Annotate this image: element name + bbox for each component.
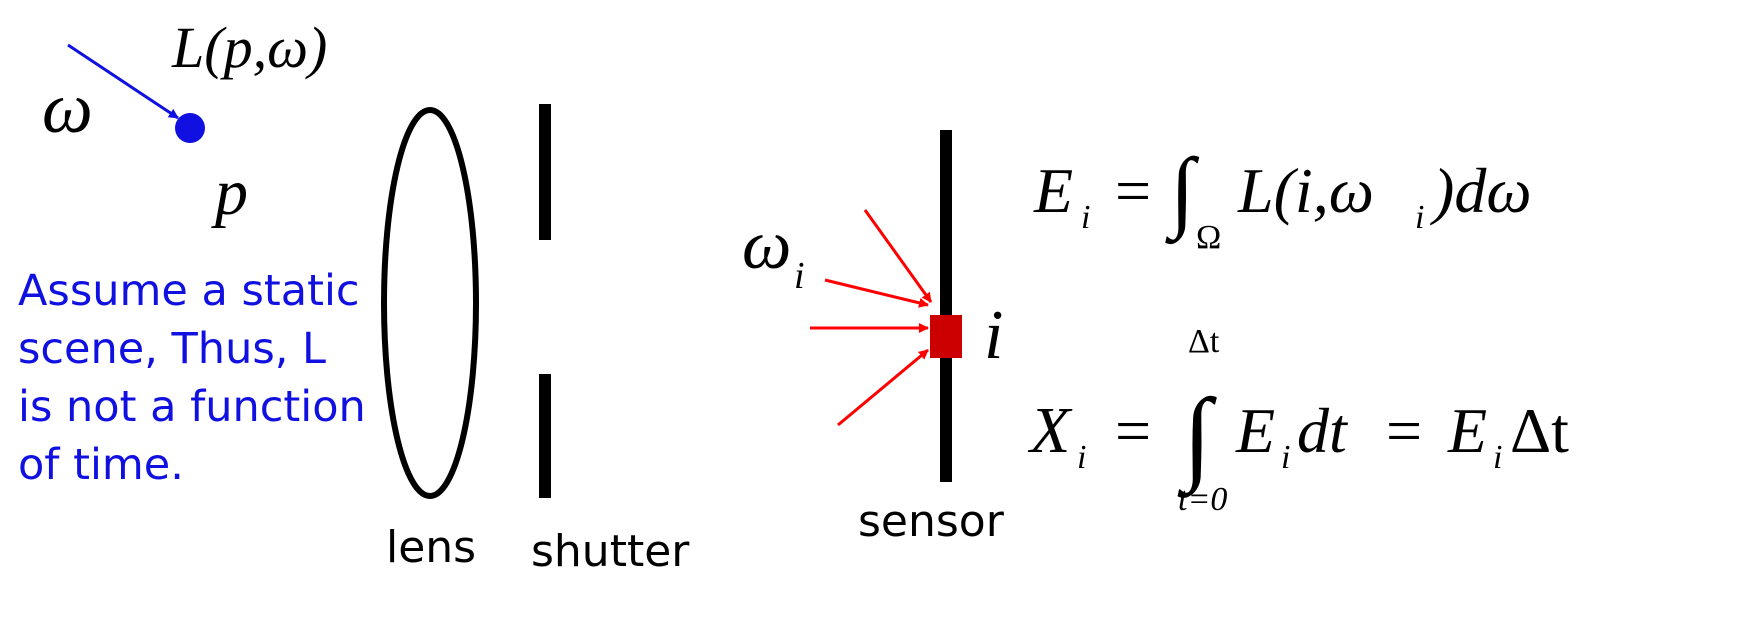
shutter-bottom-blade [539, 374, 551, 498]
sensor-pixel [930, 315, 962, 358]
irradiance-integrand: L(i,ω [1237, 155, 1374, 226]
irradiance-equation: E i = ∫ Ω L(i,ω i )dω [1033, 141, 1532, 256]
integral-domain: Ω [1196, 219, 1221, 256]
lens [381, 107, 479, 499]
irradiance-lhs-subscript: i [1081, 199, 1090, 236]
lens-label: lens [386, 522, 476, 573]
radiance-label: L(p,ω) [171, 15, 327, 80]
shutter-top-blade [539, 104, 551, 240]
integral-upper-limit: Δt [1188, 323, 1220, 360]
omega-symbol: ω [42, 68, 93, 148]
exposure-lhs-subscript: i [1077, 439, 1086, 476]
shutter-label: shutter [531, 526, 690, 577]
exposure-term2: E [1447, 395, 1487, 466]
sensor-label: sensor [858, 496, 1005, 547]
pixel-label: i [984, 297, 1003, 374]
irradiance-lhs: E [1033, 155, 1073, 226]
irradiance-equals: = [1115, 155, 1151, 226]
static-scene-note: Assume a static scene, Thus, L is not a … [18, 266, 366, 490]
irradiance-integrand-subscript: i [1415, 199, 1424, 236]
sensor-plane [940, 130, 952, 482]
exposure-lhs: X [1027, 394, 1073, 467]
sensor-ray-upper [824, 278, 929, 308]
exposure-term1-end: dt [1297, 395, 1349, 466]
incoming-ray-arrow [67, 43, 179, 120]
integral-lower-limit: t=0 [1178, 481, 1227, 518]
exposure-term2-end: Δt [1510, 395, 1569, 466]
integral-sign: ∫ [1165, 141, 1200, 245]
exposure-term2-subscript: i [1493, 439, 1502, 476]
scene-point [175, 113, 205, 143]
exposure-term1: E [1235, 395, 1275, 466]
incoming-direction-subscript: i [794, 255, 805, 297]
irradiance-integrand-end: )dω [1429, 155, 1532, 226]
sensor-ray-lower [837, 348, 929, 427]
exposure-equals: = [1115, 395, 1151, 466]
point-label: p [211, 156, 248, 229]
integral-sign-exposure: ∫ [1177, 378, 1217, 498]
incoming-direction-label: ω [742, 207, 791, 284]
sensor-ray-top [863, 209, 933, 303]
exposure-equals-2: = [1386, 395, 1422, 466]
exposure-term1-subscript: i [1281, 439, 1290, 476]
exposure-equation: X i = Δt ∫ t=0 E i dt = E i Δt [1027, 323, 1569, 518]
